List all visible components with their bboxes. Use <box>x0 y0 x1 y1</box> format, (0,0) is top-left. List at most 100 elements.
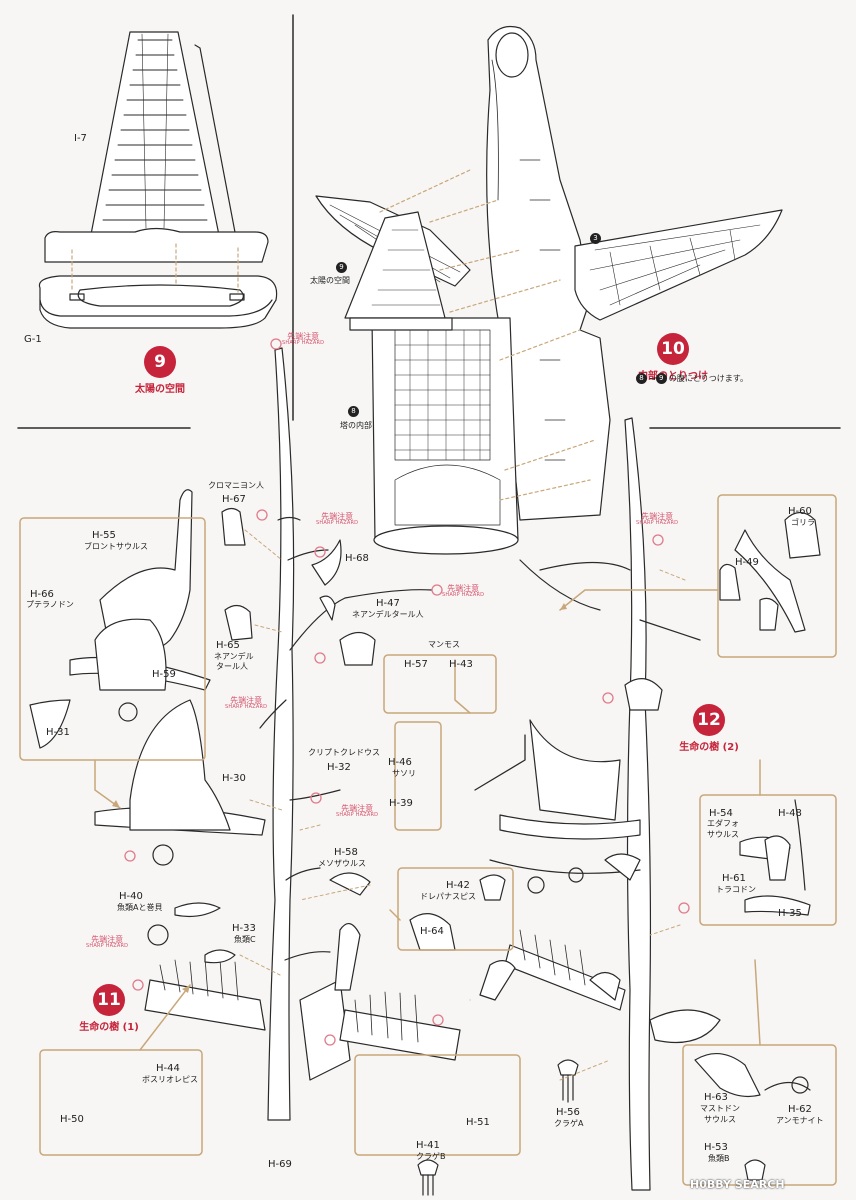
part-label-h43: H-43 <box>449 659 473 670</box>
callout-ref-9-label: 太陽の空間 <box>310 276 350 285</box>
part-jp-h47: ネアンデルタール人 <box>352 610 424 619</box>
part-label-h33: H-33 <box>232 923 256 934</box>
part-jp-h44: ボスリオレピス <box>142 1075 198 1084</box>
part-label-h49: H-49 <box>735 557 759 568</box>
part-label-h69: H-69 <box>268 1159 292 1170</box>
part-label-h64: H-64 <box>420 926 444 937</box>
part-jp-h32: クリプトクレドウス <box>308 748 380 757</box>
part-label-h40: H-40 <box>119 891 143 902</box>
part-label-h56: H-56 <box>556 1107 580 1118</box>
guide-lines-step9 <box>71 243 239 293</box>
step-10-badge: 10 <box>657 333 689 365</box>
step-10-title: 内部のとりつけ <box>637 371 709 382</box>
part-label-h68: H-68 <box>345 553 369 564</box>
callout-ref-8: 8 <box>348 406 361 417</box>
tree-of-life-right <box>489 417 721 1191</box>
tree-of-life-left <box>94 347 461 1121</box>
part-label-h60: H-60 <box>788 506 812 517</box>
part-jp-h46: サソリ <box>392 769 416 778</box>
part-jp-h61: トラコドン <box>716 885 756 894</box>
part-jp-h66: プテラノドン <box>26 600 74 609</box>
part-label-h57: H-57 <box>404 659 428 670</box>
watermark-logo: H0BBY SEARCH <box>690 1178 785 1191</box>
part-label-h55: H-55 <box>92 530 116 541</box>
sharp-hazard-markers <box>124 338 690 1046</box>
part-label-h39: H-39 <box>389 798 413 809</box>
part-jp-h42: ドレパナスピス <box>420 892 476 901</box>
part-label-h41: H-41 <box>416 1140 440 1151</box>
part-jp-h58: メソザウルス <box>318 859 366 868</box>
callout-ref-9: 9 <box>336 262 349 273</box>
step-9-badge: 9 <box>144 346 176 378</box>
part-label-h35: H-35 <box>778 908 802 919</box>
step-9-title: 太陽の空間 <box>135 384 185 395</box>
part-jp-h54-1: エダフォ <box>707 819 739 828</box>
figure-gorilla <box>719 511 821 633</box>
figure-neanderthal <box>224 595 336 641</box>
figure-mammoth-right <box>624 678 663 711</box>
part-jp-h40: 魚類Aと巻貝 <box>117 903 163 912</box>
part-label-h63: H-63 <box>704 1092 728 1103</box>
part-jp-h65-2: タール人 <box>216 662 248 671</box>
detail-mastodonsaurus <box>694 1053 811 1181</box>
step-11-title: 生命の樹 (1) <box>79 1022 139 1033</box>
part-jp-h65-1: ネアンデル <box>214 652 254 661</box>
tower-arm-right <box>574 209 783 321</box>
detail-frames <box>19 494 837 1186</box>
guide-lines-trees <box>239 529 686 1081</box>
part-label-h32: H-32 <box>327 762 351 773</box>
part-label-h58: H-58 <box>334 847 358 858</box>
step-9-header: 9 太陽の空間 <box>115 346 205 395</box>
guide-lines-step10 <box>379 169 596 501</box>
sun-space-mounted <box>344 211 453 331</box>
part-jp-h67: クロマニヨン人 <box>208 481 264 490</box>
detail-edaphosaurus <box>739 799 811 916</box>
step-12-badge: 12 <box>693 704 725 736</box>
part-jp-h33: 魚類C <box>234 935 256 944</box>
step-11-badge: 11 <box>93 984 125 1016</box>
part-jp-h53: 魚類B <box>708 1154 730 1163</box>
part-jp-h56: クラゲA <box>554 1119 584 1128</box>
sun-space-part-i7 <box>44 31 269 263</box>
part-label-h47: H-47 <box>376 598 400 609</box>
part-jp-h62: アンモナイト <box>776 1116 824 1125</box>
step-12-title: 生命の樹 (2) <box>679 742 739 753</box>
part-label-h42: H-42 <box>446 880 470 891</box>
part-label-h67: H-67 <box>222 494 246 505</box>
figure-cro-magnon <box>221 507 342 586</box>
part-label-h51: H-51 <box>466 1117 490 1128</box>
part-jp-h63-1: マストドン <box>700 1104 740 1113</box>
part-label-h65: H-65 <box>216 640 240 651</box>
jellyfish-b <box>417 1159 439 1196</box>
part-jp-h41: クラゲB <box>416 1152 446 1161</box>
jellyfish-a <box>557 1059 579 1103</box>
part-jp-h60: ゴリラ <box>791 518 815 527</box>
part-label-h31: H-31 <box>46 727 70 738</box>
part-label-g1: G-1 <box>24 334 42 345</box>
part-label-h66: H-66 <box>30 589 54 600</box>
part-label-h59: H-59 <box>152 669 176 680</box>
drepanaspis-detail <box>409 874 516 1001</box>
part-label-h62: H-62 <box>788 1104 812 1115</box>
divider-center <box>474 734 526 791</box>
part-label-h44: H-44 <box>156 1063 180 1074</box>
callout-ref-8-label: 塔の内部 <box>340 421 372 430</box>
figure-sea-creatures-left <box>174 872 371 991</box>
part-label-h50: H-50 <box>60 1114 84 1125</box>
detail-arrowheads <box>112 603 567 993</box>
part-label-h54: H-54 <box>709 808 733 819</box>
part-jp-mammoth: マンモス <box>428 640 460 649</box>
step-11-header: 11 生命の樹 (1) <box>64 984 154 1033</box>
part-label-h48: H-48 <box>778 808 802 819</box>
part-jp-h55: ブロントサウルス <box>84 542 148 551</box>
part-label-h46: H-46 <box>388 757 412 768</box>
